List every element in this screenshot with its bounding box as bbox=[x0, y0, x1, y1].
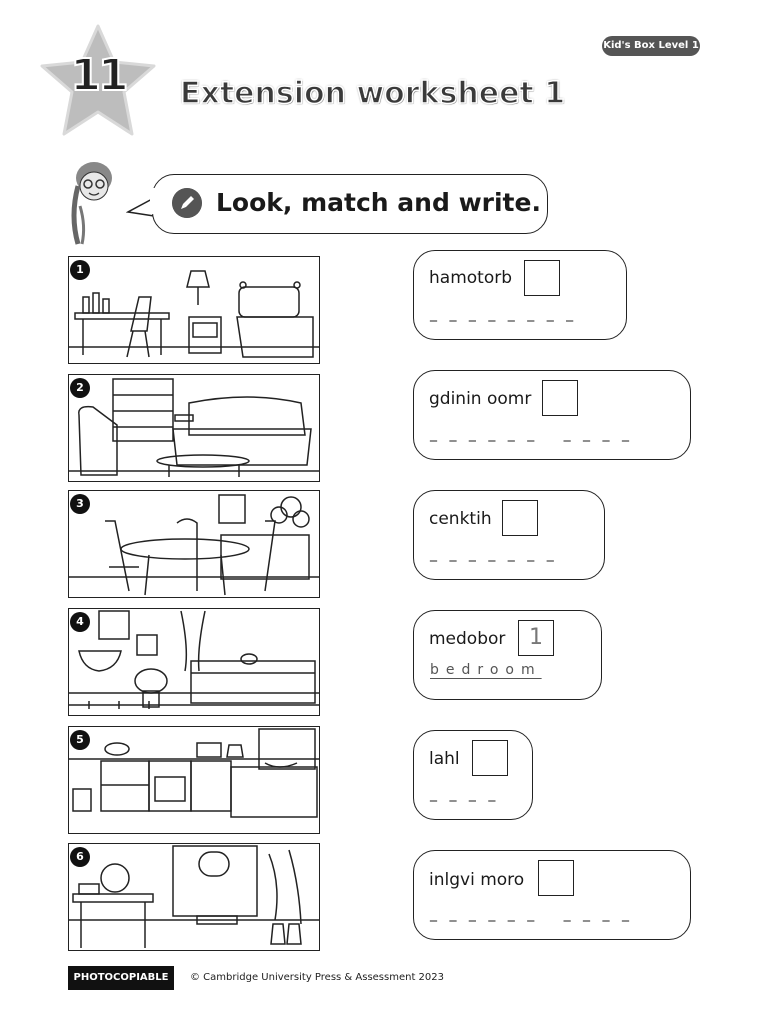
scrambled-word: lahl bbox=[429, 749, 460, 769]
bedroom-picture bbox=[68, 256, 320, 364]
picture-number: 1 bbox=[70, 260, 90, 280]
answer-blanks[interactable]: _ _ _ _ _ _ _ _ bbox=[430, 306, 578, 322]
star-icon bbox=[40, 24, 156, 136]
dining-room-picture bbox=[68, 490, 320, 598]
answer-box[interactable] bbox=[524, 260, 560, 296]
photocopiable-badge: PHOTOCOPIABLE bbox=[68, 966, 174, 990]
worksheet-title: Extension worksheet 1 bbox=[179, 75, 566, 112]
answer-blanks[interactable]: _ _ _ _ bbox=[430, 786, 500, 802]
level-badge: Kid's Box Level 1 bbox=[602, 36, 700, 56]
answer-box[interactable] bbox=[542, 380, 578, 416]
scrambled-word: cenktih bbox=[429, 509, 492, 529]
answer-blanks[interactable]: _ _ _ _ _ _ _ bbox=[430, 546, 558, 562]
bathroom-picture bbox=[68, 608, 320, 716]
pencil-icon bbox=[172, 188, 202, 218]
answer-blanks[interactable]: _ _ _ _ _ _ _ _ _ _ bbox=[430, 906, 633, 922]
copyright-text: © Cambridge University Press & Assessmen… bbox=[190, 972, 445, 983]
answer-blanks[interactable]: _ _ _ _ _ _ _ _ _ _ bbox=[430, 426, 633, 442]
picture-number: 6 bbox=[70, 847, 90, 867]
scrambled-word: gdinin oomr bbox=[429, 389, 532, 409]
answer-box[interactable] bbox=[538, 860, 574, 896]
answer-box[interactable] bbox=[472, 740, 508, 776]
bubble-tail bbox=[126, 197, 155, 217]
picture-number: 4 bbox=[70, 612, 90, 632]
hall-picture bbox=[68, 843, 320, 951]
scrambled-word: inlgvi moro bbox=[429, 870, 525, 890]
kitchen-picture bbox=[68, 726, 320, 834]
speech-bubble bbox=[152, 174, 548, 234]
picture-number: 3 bbox=[70, 494, 90, 514]
living-room-picture bbox=[68, 374, 320, 482]
word-card bbox=[413, 610, 602, 700]
scrambled-word: medobor bbox=[429, 629, 506, 649]
picture-number: 2 bbox=[70, 378, 90, 398]
picture-number: 5 bbox=[70, 730, 90, 750]
instruction-text: Look, match and write. bbox=[216, 188, 541, 217]
example-answer: bedroom bbox=[430, 662, 542, 678]
word-card bbox=[413, 250, 627, 340]
answer-box[interactable]: 1 bbox=[518, 620, 554, 656]
answer-box[interactable] bbox=[502, 500, 538, 536]
girl-avatar-icon bbox=[71, 162, 112, 245]
scrambled-word: hamotorb bbox=[429, 268, 512, 288]
unit-number: 11 bbox=[69, 49, 129, 102]
